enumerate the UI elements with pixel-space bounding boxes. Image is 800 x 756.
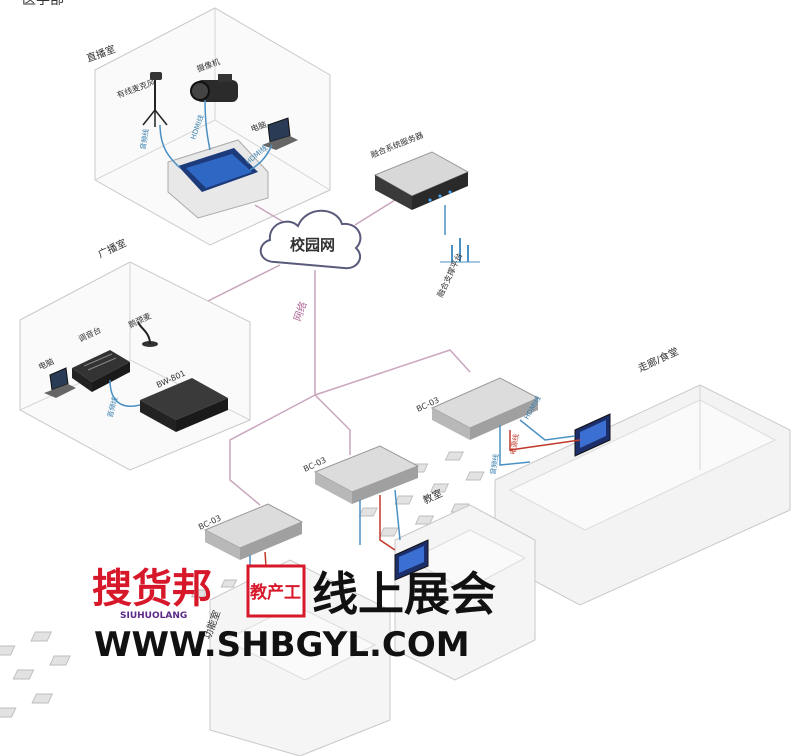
network-lines xyxy=(199,199,471,506)
server-title: 融合系统服务器 xyxy=(369,130,425,160)
watermark-url: WWW.SHBGYL.COM xyxy=(94,625,470,665)
watermark-brand: 搜货邦 xyxy=(92,566,212,612)
recording-tablet-icon xyxy=(167,139,269,219)
bc03-terminal-3 xyxy=(430,377,540,440)
cable-power-label: 电源线 xyxy=(508,433,521,455)
classroom-room: 教室 xyxy=(190,486,536,681)
watermark-expo: 线上展会 xyxy=(312,567,496,621)
studio-audio-cable xyxy=(159,124,181,169)
support-platform-icon xyxy=(440,238,480,263)
studio-hdmi-cable-2 xyxy=(249,144,273,171)
camera-icon xyxy=(190,74,238,102)
campus-network-cloud-icon xyxy=(259,209,362,270)
header-fragment: 医学部 xyxy=(22,0,64,8)
watermark-badge-box xyxy=(246,564,306,618)
campus-net-label: 校园网 xyxy=(290,236,335,254)
broadcast-title: 广播室 xyxy=(96,236,129,260)
studio-cable-audio-label: 音频线 xyxy=(138,128,151,150)
gooseneck-mic-icon xyxy=(137,321,158,347)
corridor-title: 走廊/食堂 xyxy=(636,345,681,375)
server-unit xyxy=(373,151,470,210)
broadcast-laptop-icon xyxy=(44,367,76,398)
corridor-canteen-room: 走廊/食堂 xyxy=(337,345,791,606)
mixer-icon xyxy=(72,350,130,392)
watermark: 搜货邦 SIUHUOLANG 教产工 线上展会 WWW.SHBGYL.COM xyxy=(92,564,496,665)
studio-room: 直播室 有线麦克风 摄像机 电脑 xyxy=(85,7,331,246)
cable-audio-label: 音频线 xyxy=(488,453,501,475)
amplifier-icon xyxy=(140,378,228,432)
broadcast-audio-cable xyxy=(109,379,141,407)
bc03-terminal-2 xyxy=(313,445,420,504)
watermark-brand-sub: SIUHUOLANG xyxy=(120,611,187,621)
wired-mic-icon xyxy=(142,72,168,127)
net-cable-label: 网络 xyxy=(291,300,310,323)
studio-hdmi-cable xyxy=(204,99,211,151)
bc03-terminal-1 xyxy=(203,503,304,560)
watermark-badge: 教产工 xyxy=(249,582,301,603)
broadcast-room: 广播室 电脑 调音台 鹅颈麦 BW-801 音频线 xyxy=(19,236,251,471)
support-platform-label: 融合支撑平台 xyxy=(435,251,464,299)
